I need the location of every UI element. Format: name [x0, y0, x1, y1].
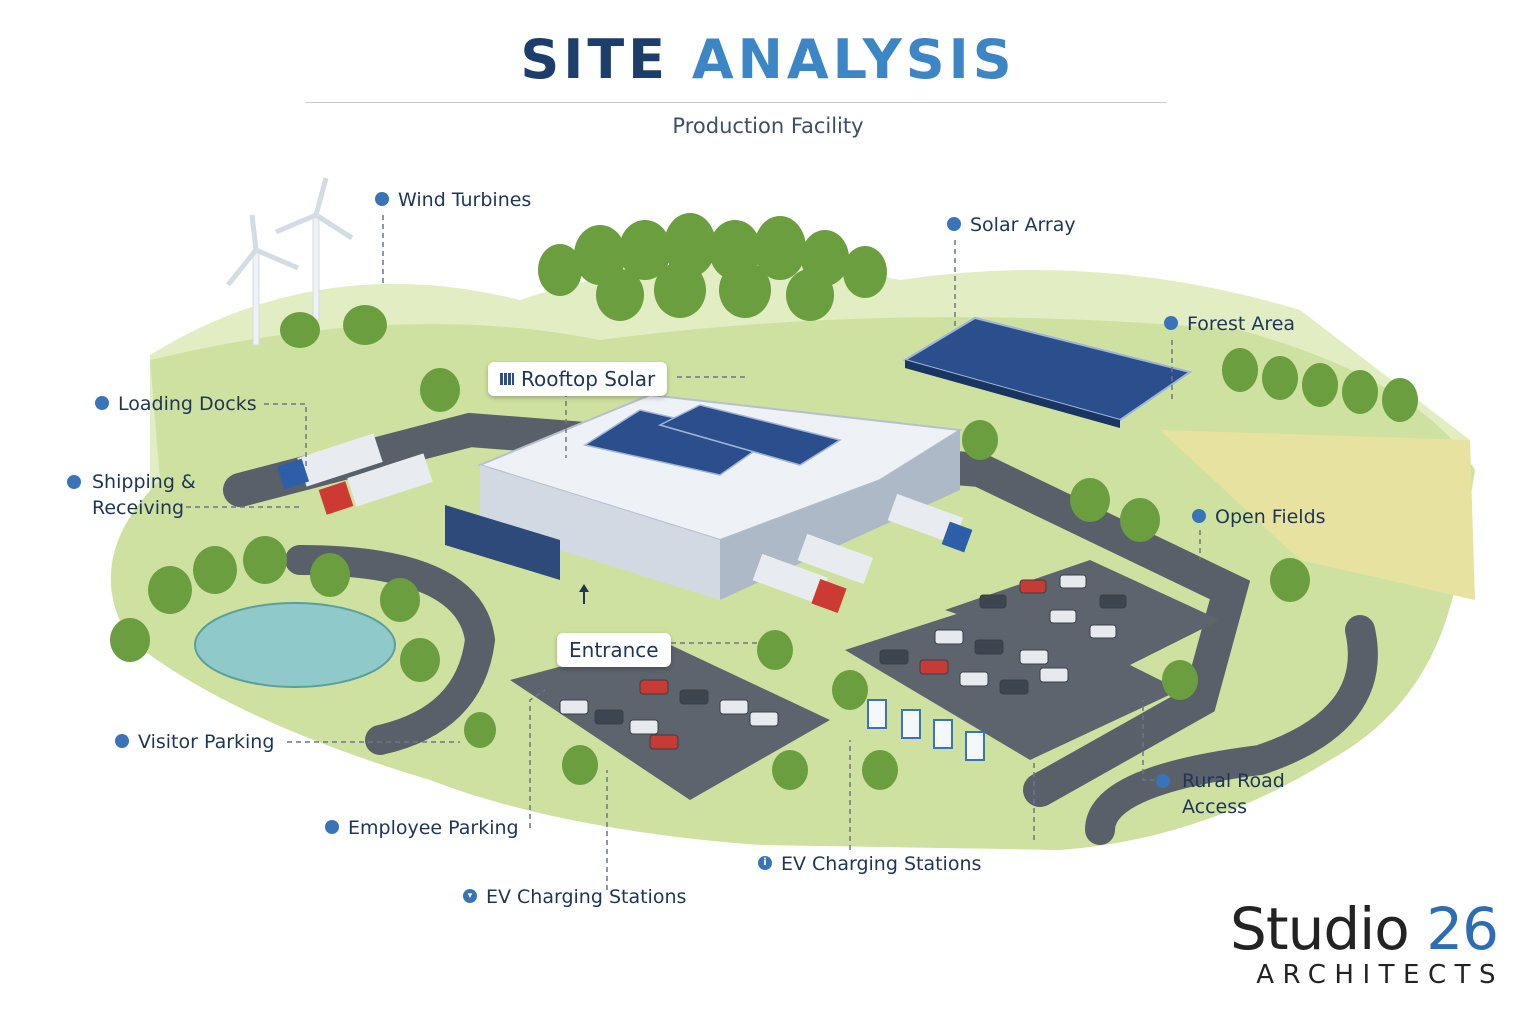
logo-name: Studio 26	[1230, 895, 1499, 963]
page-title: SITE ANALYSIS	[0, 28, 1536, 92]
label-open-fields: Open Fields	[1192, 504, 1326, 530]
production-building	[445, 393, 963, 600]
label-loading-docks: Loading Docks	[95, 391, 257, 417]
logo-tagline: ARCHITECTS	[1256, 960, 1504, 990]
solar-panel-icon	[500, 373, 514, 385]
chevron-down-icon: ▾	[463, 889, 477, 903]
studio-logo: Studio 26 ARCHITECTS	[1218, 895, 1499, 988]
east-forest-trees	[1222, 348, 1418, 422]
info-icon: i	[758, 856, 772, 870]
entrance-arrow	[579, 584, 589, 604]
parked-cars	[559, 574, 1127, 750]
leader-lines	[186, 215, 1201, 890]
label-visitor-parking: Visitor Parking	[115, 729, 274, 755]
trucks	[276, 433, 973, 614]
marker-dot	[95, 396, 109, 410]
wind-turbines	[226, 177, 354, 346]
title-divider	[305, 102, 1167, 103]
marker-dot	[1164, 316, 1178, 330]
marker-dot	[1192, 509, 1206, 523]
marker-dot-shipping	[67, 475, 81, 489]
label-shipping-receiving: Shipping & Receiving	[92, 471, 196, 519]
title-analysis: ANALYSIS	[691, 28, 1016, 91]
pond	[194, 602, 396, 688]
label-wind-turbines: Wind Turbines	[375, 187, 531, 213]
marker-dot	[325, 820, 339, 834]
label-rooftop-solar: Rooftop Solar	[488, 362, 668, 396]
label-employee-parking: Employee Parking	[325, 815, 519, 841]
forest-trees	[538, 213, 887, 321]
visitor-parking-lot	[510, 640, 830, 800]
marker-dot	[375, 192, 389, 206]
page-subtitle: Production Facility	[672, 114, 864, 138]
label-rural-road-access: Rural Road Access	[1182, 770, 1285, 818]
label-entrance: Entrance	[557, 633, 671, 667]
solar-array	[902, 316, 1193, 428]
label-solar-array: Solar Array	[947, 212, 1076, 238]
title-site: SITE	[520, 28, 670, 91]
label-ev-charging-left: ▾EV Charging Stations	[463, 884, 686, 910]
marker-dot	[115, 734, 129, 748]
lot-trees	[280, 305, 1310, 790]
roads	[223, 412, 1378, 845]
ev-chargers	[867, 699, 985, 761]
pond-trees	[110, 536, 440, 682]
open-fields-area	[1160, 430, 1475, 600]
marker-dot	[947, 217, 961, 231]
marker-dot-rural-road	[1156, 774, 1170, 788]
label-forest-area: Forest Area	[1164, 311, 1295, 337]
east-parking-lot	[945, 560, 1220, 670]
